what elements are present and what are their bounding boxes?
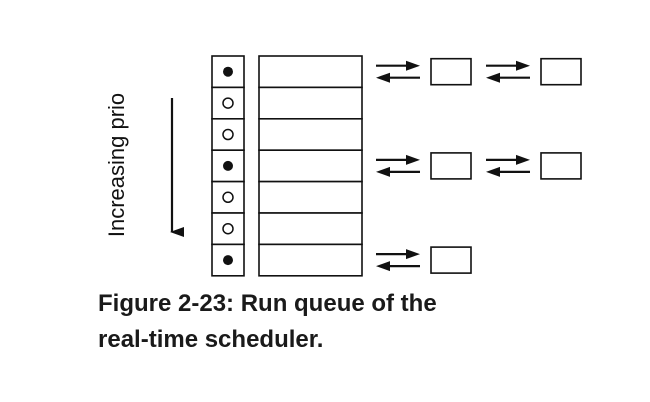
prev-pointer-arrowhead [376,261,390,272]
next-pointer-arrowhead [406,60,420,71]
queue-head-cell [258,86,363,120]
axis-label-text: Increasing prio [104,92,129,238]
next-pointer-arrowhead [406,249,420,260]
prev-pointer-arrowhead [486,72,500,83]
next-pointer-arrowhead [516,154,530,165]
prev-pointer-arrowhead [376,166,390,177]
queue-heads-column [258,55,363,277]
queue-head-cell [258,180,363,214]
task-box [430,152,472,180]
prev-pointer-arrowhead [486,166,500,177]
queue-head-cell [258,212,363,246]
task-box [430,246,472,274]
next-pointer-arrowhead [406,154,420,165]
empty-bit-dot [222,97,234,109]
empty-bit-dot [222,128,234,141]
queue-head-cell [258,118,363,152]
figure-caption: Figure 2-23: Run queue of the real-time … [98,286,437,358]
filled-bit-dot [223,66,233,77]
next-pointer-arrowhead [516,60,530,71]
queue-head-cell [258,149,363,183]
task-box [540,57,582,86]
prev-pointer-arrowhead [376,72,390,83]
caption-line-1: Figure 2-23: Run queue of the [98,290,437,317]
empty-bit-dot [222,191,234,204]
queue-head-cell [258,243,363,277]
task-box [540,152,582,180]
priority-bitmap-column [211,55,245,277]
task-box [430,57,472,86]
task-lists [376,57,582,274]
caption-line-2: real-time scheduler. [98,326,324,353]
empty-bit-dot [222,222,234,235]
filled-bit-dot [223,255,233,266]
filled-bit-dot [223,160,233,171]
queue-head-cell [258,55,363,89]
